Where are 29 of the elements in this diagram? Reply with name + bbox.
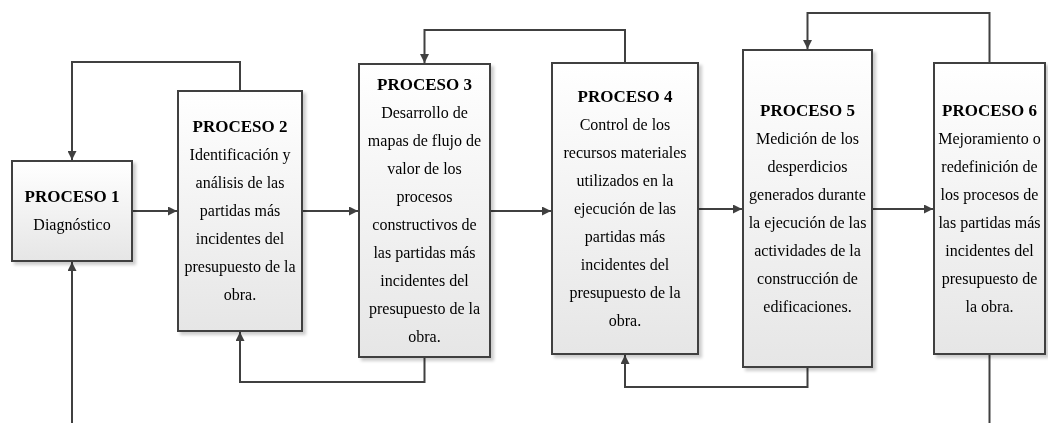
- arrow: [872, 204, 934, 214]
- process-box: [177, 90, 303, 332]
- arrow: [235, 331, 426, 383]
- arrow: [620, 354, 809, 388]
- arrow: [132, 206, 178, 216]
- arrow: [67, 261, 77, 423]
- arrow: [803, 12, 991, 63]
- process-title: PROCESO 5: [760, 99, 855, 122]
- process-description: Desarrollo de mapas de flujo de valor de los procesos constructivos de las partidas más incidentes del presupuesto de la obra.: [366, 102, 483, 347]
- process-title: PROCESO 2: [192, 116, 288, 138]
- process-box: [742, 49, 873, 368]
- arrow: [302, 206, 359, 216]
- arrow: [420, 29, 626, 64]
- arrow: [67, 61, 241, 161]
- process-title: PROCESO 1: [24, 186, 120, 208]
- process-box: [551, 62, 699, 355]
- process-box: [933, 62, 1046, 355]
- process-box: [11, 160, 133, 262]
- process-description: Mejoramiento o redefinición de los procesos de las partidas más incidentes del presupuesto de la obra.: [937, 128, 1042, 317]
- process-title: PROCESO 4: [577, 85, 673, 108]
- process-title: PROCESO 3: [377, 73, 472, 96]
- process-description: Medición de los desperdicios generados durante la ejecución de las actividades de la construcción de edificaciones.: [747, 128, 868, 317]
- arrow: [698, 204, 743, 214]
- process-box: [358, 63, 491, 358]
- process-description: Control de los recursos materiales utilizados en la ejecución de las partidas más incidentes del presupuesto de la obra.: [562, 114, 688, 331]
- process-title: PROCESO 6: [942, 99, 1037, 122]
- arrow: [490, 206, 552, 216]
- process-description: Diagnóstico: [33, 215, 111, 236]
- process-description: Identificación y análisis de las partidas más incidentes del presupuesto de la obra.: [183, 145, 297, 305]
